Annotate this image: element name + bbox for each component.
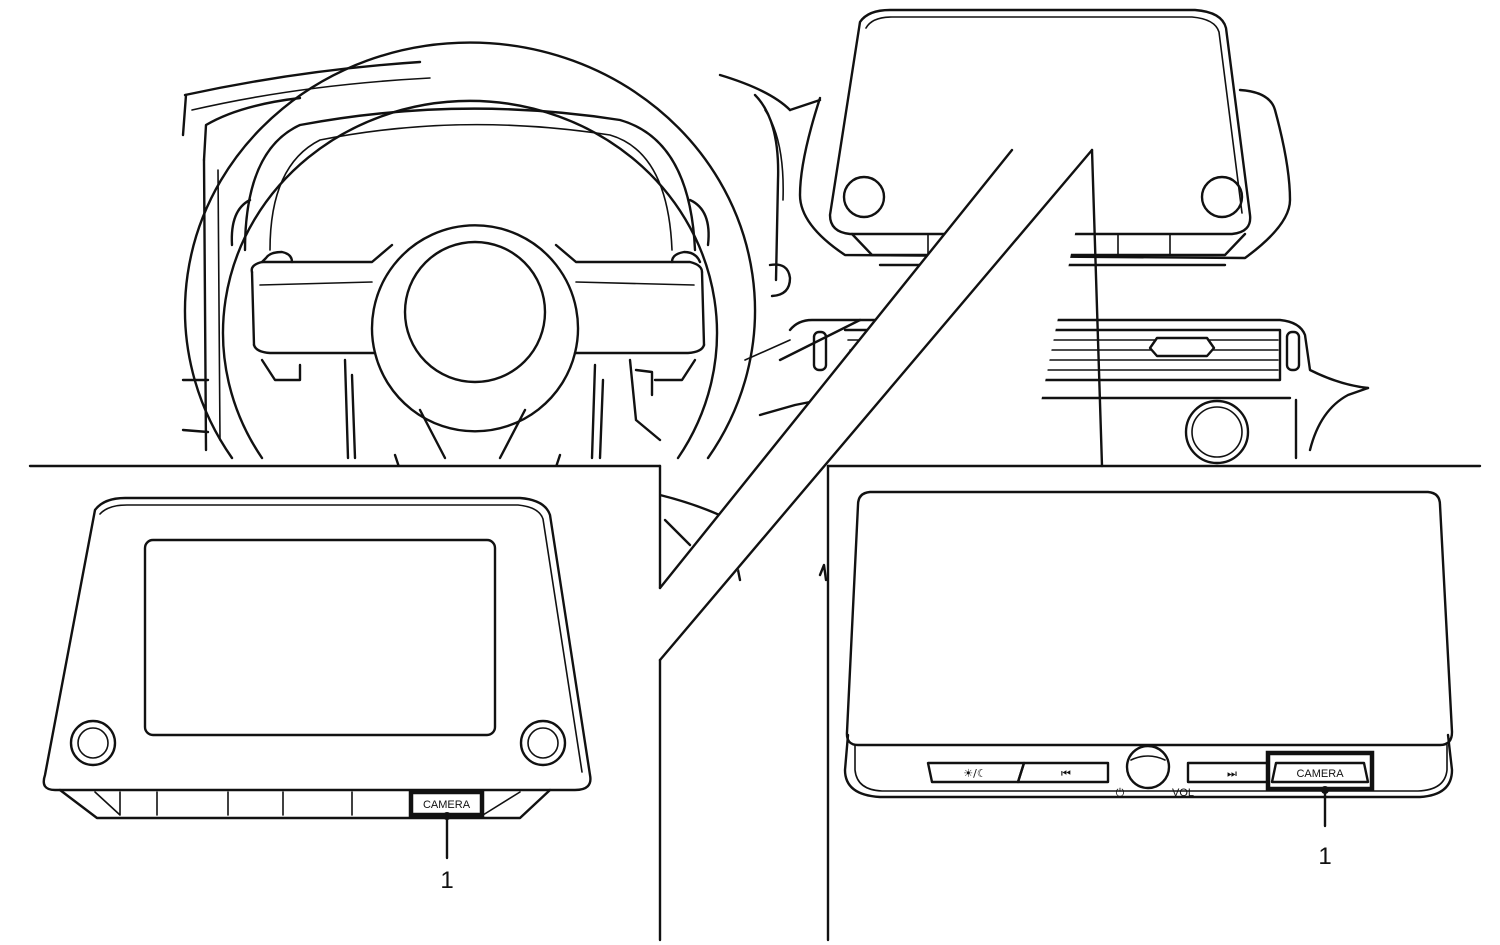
right-callout-number: 1 — [1318, 843, 1331, 870]
right-display-screen[interactable] — [845, 490, 1454, 747]
left-knob-left[interactable] — [69, 719, 117, 767]
right-camera-button-label: CAMERA — [1296, 768, 1344, 780]
right-display-unit: ☀/☾ ⏮ ⏭ ⏻ VOL CAMERA 1 — [843, 490, 1454, 870]
skip-back-icon: ⏮ — [1061, 767, 1071, 780]
left-knob-right[interactable] — [519, 719, 567, 767]
sun-moon-icon: ☀/☾ — [963, 767, 986, 780]
left-callout-number: 1 — [440, 867, 453, 894]
steering-wheel — [183, 41, 792, 472]
instrument-cluster — [230, 107, 710, 252]
left-camera-button-label: CAMERA — [423, 799, 471, 811]
skip-forward-icon: ⏭ — [1227, 767, 1237, 780]
left-display-unit: CAMERA 1 — [42, 496, 592, 894]
power-icon: ⏻ — [1116, 786, 1125, 799]
volume-label: VOL — [1172, 787, 1194, 799]
dashboard-contours — [181, 60, 862, 452]
power-volume-knob[interactable] — [1125, 744, 1171, 790]
previous-track-button[interactable]: ⏮ — [1016, 761, 1110, 784]
right-camera-button[interactable]: CAMERA — [1265, 750, 1375, 792]
panel-frames — [0, 148, 1500, 945]
left-display-screen[interactable] — [143, 538, 497, 737]
